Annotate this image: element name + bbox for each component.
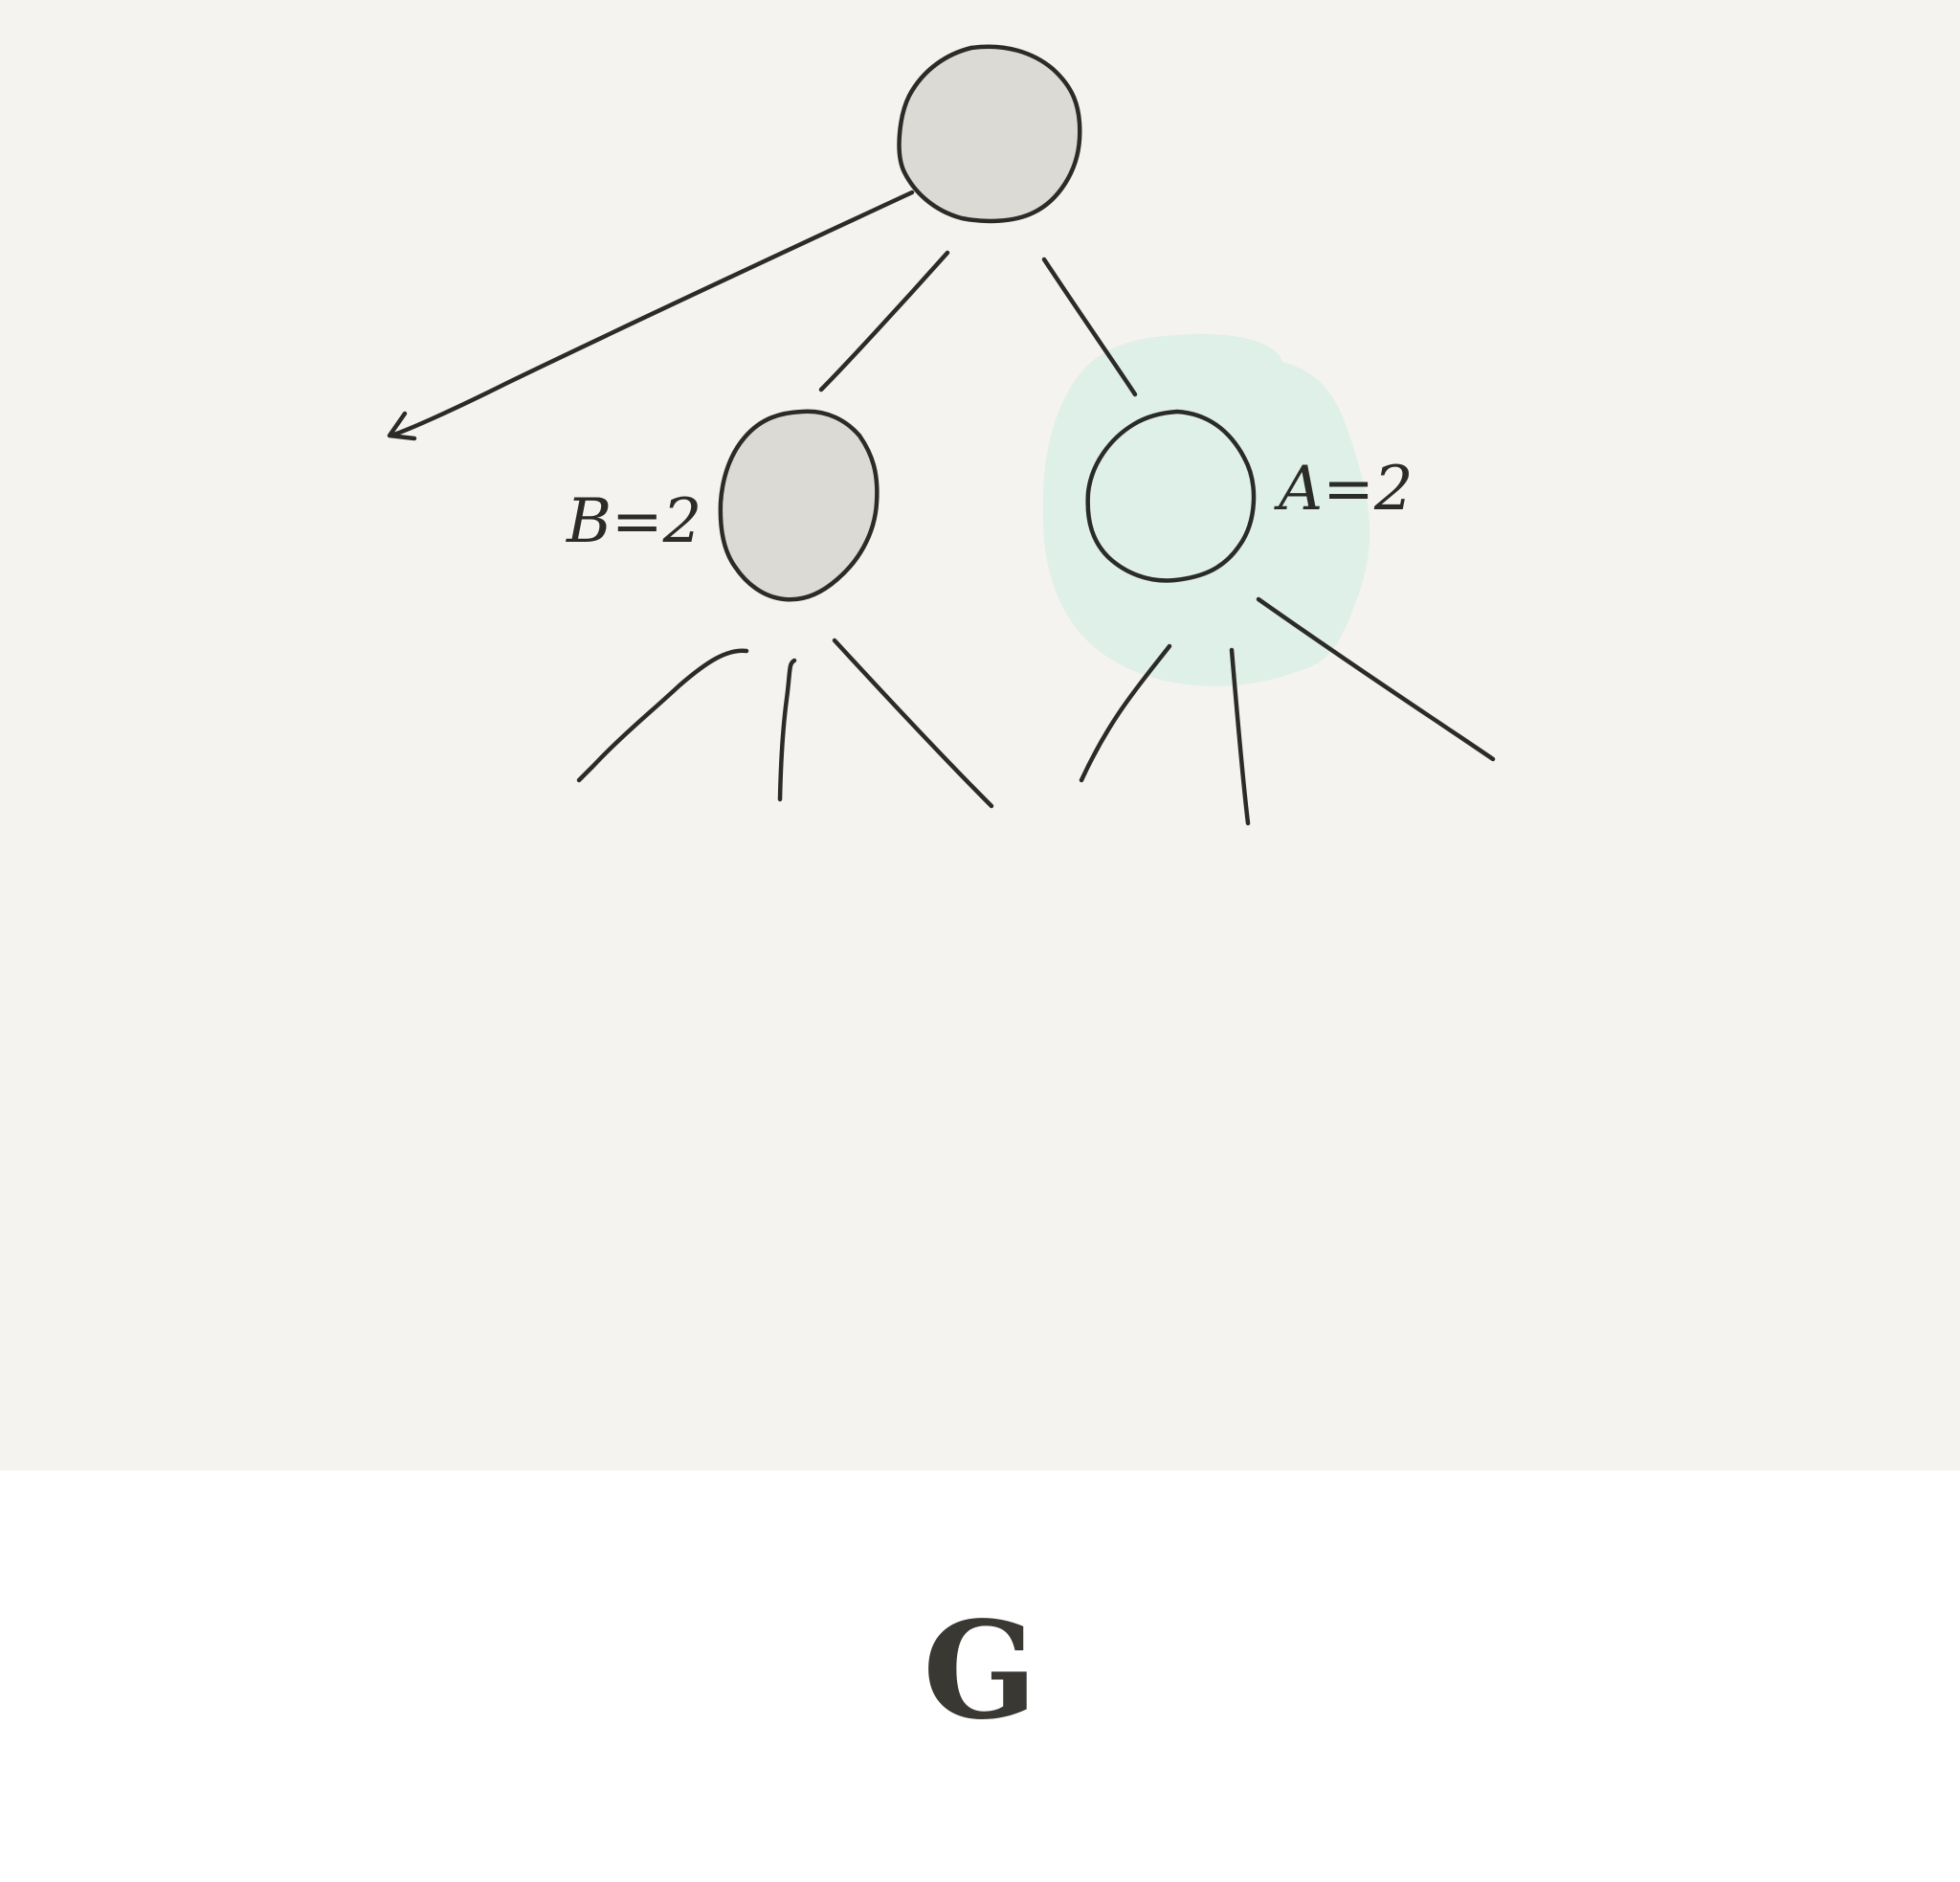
right-child-edge-3 — [1256, 596, 1496, 762]
highlight-blob — [1042, 334, 1370, 686]
tree-diagram: B=2 A=2 — [387, 44, 1496, 826]
footer: G — [0, 1470, 1960, 1882]
right-child-node — [1085, 409, 1257, 583]
right-child-edge-1 — [1079, 643, 1172, 783]
left-child-label: B=2 — [566, 486, 702, 557]
left-child-node — [718, 409, 880, 602]
root-node — [897, 44, 1082, 224]
left-child-edge-2 — [777, 658, 797, 802]
drawing-canvas: B=2 A=2 — [0, 0, 1960, 1470]
right-child-edge-2 — [1229, 647, 1251, 826]
root-to-left-arrow — [388, 190, 915, 438]
left-child-edge-3 — [832, 638, 994, 809]
brand-logo: G — [923, 1593, 1037, 1750]
root-to-right-child-edge — [1041, 257, 1138, 397]
root-to-left-child-edge — [818, 250, 950, 392]
arrowhead — [387, 411, 417, 441]
right-child-label: A=2 — [1274, 454, 1414, 525]
left-child-edge-1 — [576, 648, 749, 783]
